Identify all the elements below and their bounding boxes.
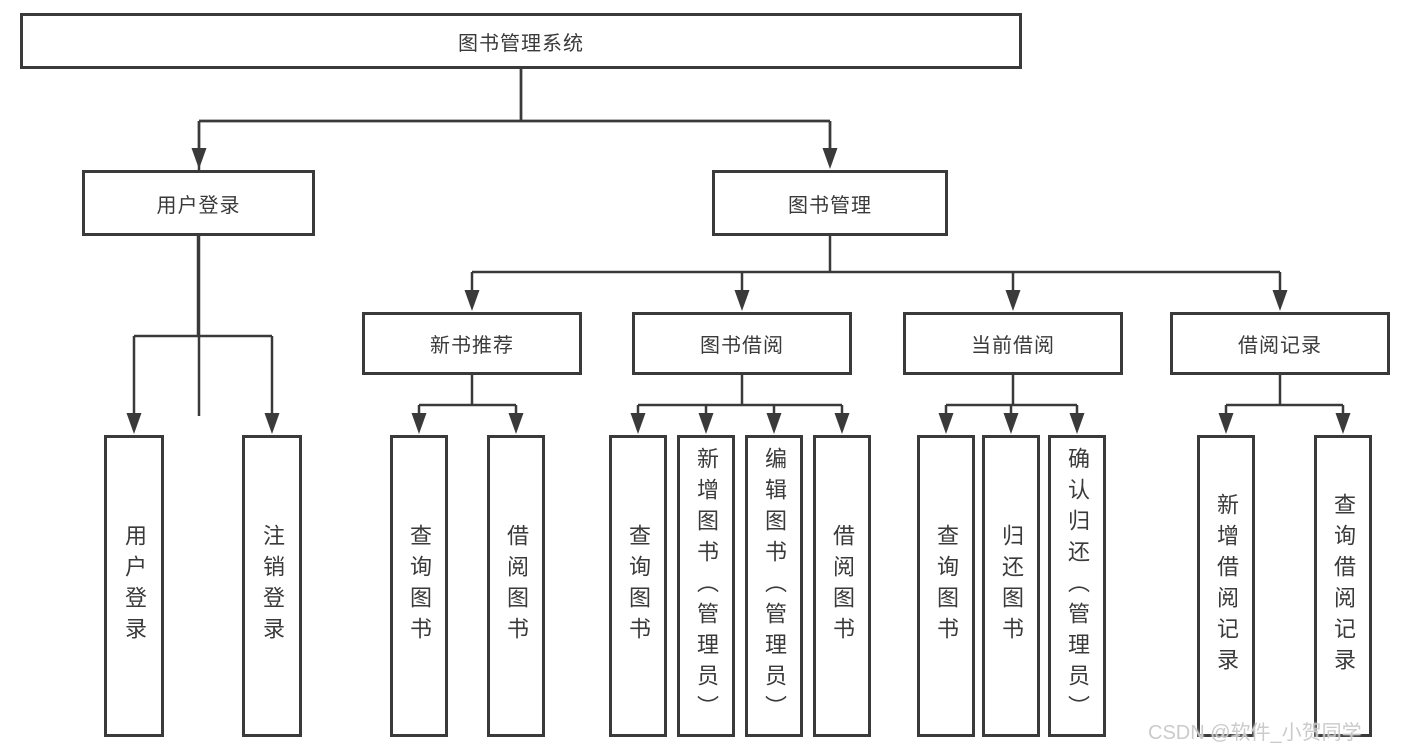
node-label: 用户登录	[156, 194, 241, 217]
node-label: 用户登录	[122, 524, 147, 648]
arrow-down-icon	[411, 413, 427, 434]
arrow-down-icon	[1335, 413, 1351, 434]
node-label: 图书管理系统	[458, 32, 584, 55]
node-edit-book-admin: 编辑图书（管理员）	[745, 435, 803, 737]
node-label: 借阅记录	[1238, 335, 1322, 357]
arrow-down-icon	[698, 413, 714, 434]
arrow-down-icon	[464, 290, 480, 311]
node-label: 图书借阅	[700, 335, 784, 357]
node-add-borrow-record: 新增借阅记录	[1197, 435, 1255, 737]
node-add-book-admin: 新增图书（管理员）	[677, 435, 735, 737]
arrow-down-icon	[1069, 413, 1085, 434]
node-return-books: 归还图书	[982, 435, 1040, 737]
arrow-down-icon	[766, 413, 782, 434]
node-book-management: 图书管理	[712, 170, 948, 236]
node-label: 归还图书	[999, 524, 1024, 648]
arrow-down-icon	[834, 413, 850, 434]
node-borrow-books: 借阅图书	[813, 435, 871, 737]
arrow-down-icon	[822, 148, 838, 169]
arrow-down-icon	[1272, 290, 1288, 311]
node-query-books-current: 查询图书	[917, 435, 975, 737]
node-label: 借阅图书	[830, 524, 855, 648]
arrow-down-icon	[938, 413, 954, 434]
node-borrowing-records: 借阅记录	[1170, 312, 1390, 375]
node-user-login-module: 用户登录	[82, 170, 315, 236]
connector-paths	[132, 69, 1345, 417]
node-label: 查询图书	[626, 524, 651, 648]
node-user-login: 用户登录	[104, 435, 164, 737]
arrowheads	[126, 148, 1351, 434]
arrow-down-icon	[734, 290, 750, 311]
arrow-down-icon	[508, 413, 524, 434]
node-label: 新增图书（管理员）	[694, 446, 719, 726]
node-query-borrow-record: 查询借阅记录	[1314, 435, 1372, 737]
node-label: 查询借阅记录	[1331, 493, 1356, 679]
arrow-down-icon	[264, 413, 280, 434]
node-borrow-books-recommend: 借阅图书	[487, 435, 545, 737]
csdn-watermark: CSDN @软件_小贺同学	[1148, 722, 1362, 744]
node-label: 确认归还（管理员）	[1065, 446, 1090, 726]
arrow-down-icon	[191, 148, 207, 169]
node-label: 新书推荐	[430, 335, 514, 357]
node-label: 借阅图书	[504, 524, 529, 648]
node-confirm-return-admin: 确认归还（管理员）	[1048, 435, 1106, 737]
node-book-borrowing: 图书借阅	[632, 312, 852, 375]
node-query-books-borrow: 查询图书	[609, 435, 667, 737]
node-label: 当前借阅	[971, 335, 1055, 357]
node-label: 图书管理	[788, 194, 872, 217]
node-label: 新增借阅记录	[1214, 493, 1239, 679]
node-label: 查询图书	[407, 524, 432, 648]
node-library-management-system: 图书管理系统	[20, 13, 1022, 69]
node-new-book-recommendation: 新书推荐	[362, 312, 582, 375]
arrow-down-icon	[1003, 413, 1019, 434]
node-label: 查询图书	[934, 524, 959, 648]
node-query-books-recommend: 查询图书	[390, 435, 448, 737]
arrow-down-icon	[126, 413, 142, 434]
node-current-borrowing: 当前借阅	[903, 312, 1123, 375]
arrow-down-icon	[1218, 413, 1234, 434]
node-label: 注销登录	[260, 524, 285, 648]
node-label: 编辑图书（管理员）	[762, 446, 787, 726]
arrow-down-icon	[1005, 290, 1021, 311]
node-logout: 注销登录	[242, 435, 302, 737]
arrow-down-icon	[630, 413, 646, 434]
